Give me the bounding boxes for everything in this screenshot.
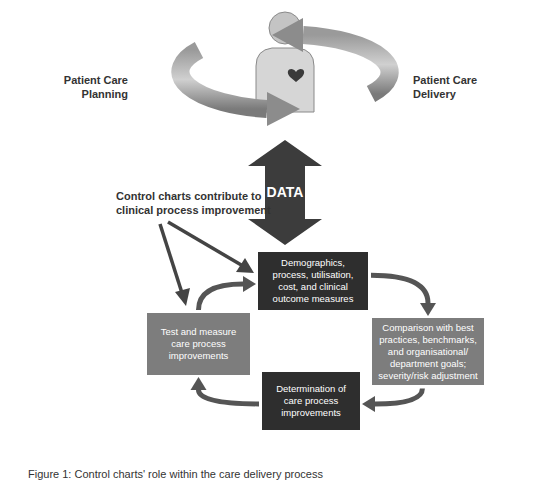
box-text: Determination of care process improvemen… xyxy=(268,383,354,419)
arrow-head xyxy=(191,377,207,390)
arrow-head xyxy=(362,396,375,412)
cycle-connector xyxy=(191,377,260,404)
leader-arrow xyxy=(168,222,243,266)
process-box: Demographics, process, utilisation, cost… xyxy=(258,252,368,310)
cycle-arrow-band xyxy=(180,50,267,109)
figure-caption: Figure 1: Control charts' role within th… xyxy=(28,468,323,480)
connector-line xyxy=(371,275,428,303)
cycle-connector xyxy=(199,276,257,310)
heart-symbol xyxy=(288,69,304,82)
cycle-label: Patient Care Planning xyxy=(48,74,128,102)
box-text: Test and measure care process improvemen… xyxy=(153,326,244,362)
leader-arrow xyxy=(160,224,182,293)
connector-line xyxy=(199,284,244,310)
leader-arrow-head xyxy=(175,288,190,306)
cycle-arrow-head xyxy=(272,18,303,52)
cycle-arrow-band xyxy=(303,35,390,94)
connector-line xyxy=(199,390,260,404)
cycle-label: Patient Care Delivery xyxy=(413,74,493,102)
box-text: Demographics, process, utilisation, cost… xyxy=(264,257,362,305)
box-text: Comparison with best practices, benchmar… xyxy=(378,322,478,381)
cycle-connector xyxy=(362,388,422,412)
leader-arrow-head xyxy=(236,258,254,273)
process-box: Determination of care process improvemen… xyxy=(262,372,360,430)
cycle-arrow-head xyxy=(267,92,300,126)
connector-line xyxy=(375,388,422,404)
process-box: Test and measure care process improvemen… xyxy=(147,313,250,375)
arrow-head xyxy=(243,276,256,292)
arrow-head xyxy=(420,303,436,316)
note-text: Control charts contribute to clinical pr… xyxy=(116,190,276,218)
process-box: Comparison with best practices, benchmar… xyxy=(372,318,484,385)
cycle-connector xyxy=(371,275,436,316)
